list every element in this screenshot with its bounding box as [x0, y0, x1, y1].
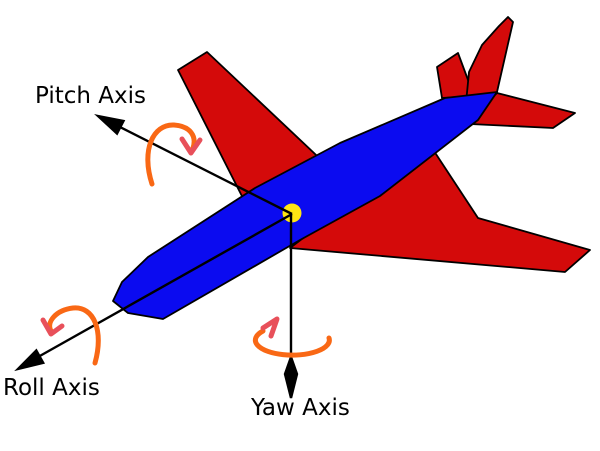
- roll-axis-arrowhead: [14, 348, 46, 372]
- rotation-arrows: [40, 122, 332, 366]
- pitch-axis-label: Pitch Axis: [35, 83, 147, 109]
- airplane: [112, 16, 591, 320]
- pitch-rotation-arrowhead-icon: [179, 136, 203, 156]
- pitch-rotation-arrow: [145, 122, 197, 187]
- roll-axis-line: [37, 212, 293, 359]
- yaw-rotation-arrow: [252, 328, 332, 358]
- pitch-axis-arrowhead: [94, 114, 126, 136]
- yaw-axis-label: Yaw Axis: [251, 395, 350, 421]
- axes: [14, 114, 299, 399]
- roll-axis-label: Roll Axis: [3, 375, 100, 401]
- vertical-stabilizer: [465, 16, 514, 104]
- roll-rotation-arrowhead-icon: [40, 317, 65, 337]
- fuselage: [112, 91, 498, 320]
- yaw-rotation-arrowhead-icon: [260, 316, 280, 339]
- pitch-axis-line: [113, 122, 293, 216]
- roll-rotation-arrow: [47, 305, 101, 366]
- yaw-axis-arrowhead: [283, 353, 299, 399]
